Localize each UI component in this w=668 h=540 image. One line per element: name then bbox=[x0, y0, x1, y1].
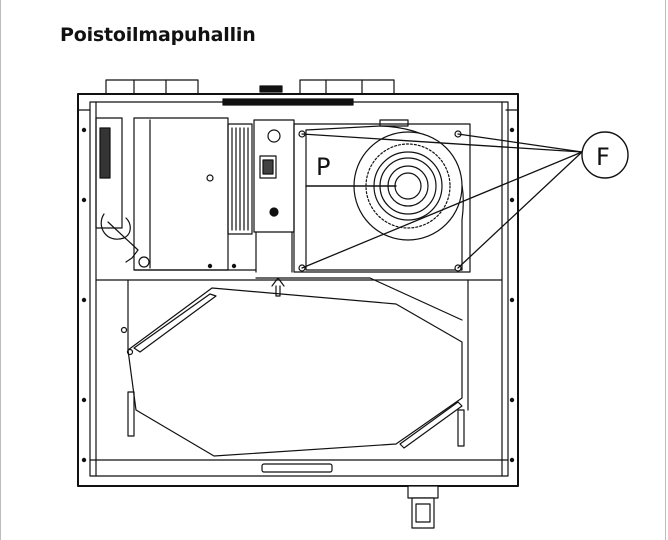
top-duct-collars bbox=[105, 79, 395, 95]
fastener-callout-circle bbox=[581, 131, 629, 179]
supply-fan-section bbox=[95, 117, 257, 271]
fan-label: P bbox=[316, 153, 330, 181]
fastener-label: F bbox=[596, 143, 610, 171]
control-block bbox=[253, 119, 295, 273]
exhaust-fan-housing bbox=[293, 119, 471, 273]
heat-exchanger bbox=[95, 277, 503, 473]
fastener-leader-lines bbox=[301, 133, 583, 269]
page-title: Poistoilmapuhallin bbox=[60, 24, 256, 46]
condensate-drain bbox=[407, 485, 439, 529]
